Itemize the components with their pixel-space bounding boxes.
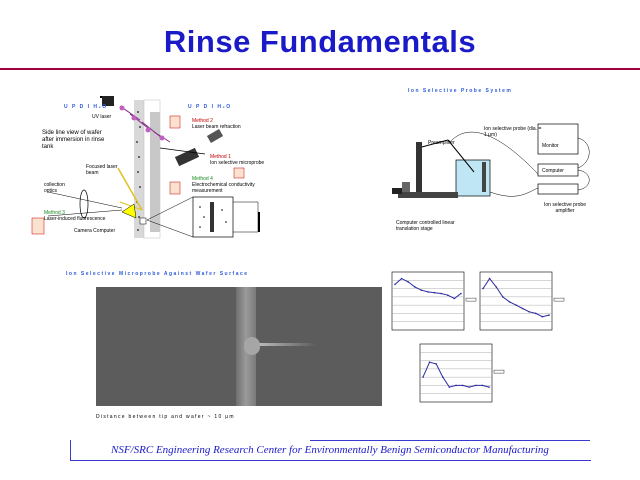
wafer [134,100,144,238]
computer-label: Computer [542,168,564,174]
title-rule [0,68,640,70]
photo-caption: Distance between tip and wafer ~ 10 μm [96,414,235,420]
method4-title: Method 4 [192,176,213,182]
photo-title: Ion Selective Microprobe Against Wafer S… [66,271,249,277]
probe-label: Ion selective probe (dia. = 1 μm) [484,126,542,138]
data-point [495,286,497,288]
focused-beam-label: Focused laser beam [86,164,118,176]
data-point [548,314,550,316]
data-point [468,386,470,388]
collection-optics-label: collection optics [44,182,65,194]
data-point [502,296,504,298]
data-point [475,384,477,387]
camera-label: Camera Computer [74,228,116,234]
method2-title: Method 2 [192,118,213,124]
data-point [481,384,484,387]
data-point [400,277,403,280]
data-point [521,307,524,310]
h2o-label-right: U P D I H₂O [188,104,232,110]
collection-lens [79,189,89,219]
h2o-label-left: U P D I H₂O [64,104,108,110]
legend-box [493,369,505,374]
slide-title: Rinse Fundamentals [163,24,477,59]
profile-chart-3 [419,343,505,403]
data-point [528,311,530,313]
diagram-drawing [31,96,260,239]
data-point [422,376,424,378]
data-point [433,291,436,294]
footer-frame [70,440,591,461]
data-point [435,363,437,365]
microprobe-photo [96,287,382,406]
data-point [442,376,444,378]
method4-desc: Electrochemical conductivity measurement [192,182,255,194]
probe-system-title: Ion Selective Probe System [408,88,513,94]
footer-text: NSF/SRC Engineering Research Center for … [111,444,549,456]
plot-area [391,271,465,331]
translation-stage [398,192,458,198]
monitor-label: Monitor [542,143,559,149]
data-point [453,297,456,300]
uv-laser-label: UV laser [92,114,112,120]
data-point [427,291,429,293]
method1-desc: Ion selective microprobe [210,160,265,166]
data-point [508,301,511,303]
footer-top-rule [310,440,590,441]
method2-desc: Laser beam refraction [192,124,241,130]
legend-box [553,297,565,302]
method1-title: Method 1 [210,154,231,160]
method3-title: Method 3 [44,210,65,216]
data-point [461,384,464,387]
probe-system-drawing [392,123,590,198]
uv-laser-box [102,96,114,106]
data-point [414,286,416,288]
data-point [488,277,491,280]
amplifier-box [537,183,579,195]
profile-chart-2 [479,271,565,331]
monitor-box [537,123,579,155]
preamplifier-label: Preamplifier [428,140,455,146]
stage-label: Computer controlled linear translation s… [396,220,455,232]
data-point [455,384,457,387]
data-point [488,386,490,388]
data-point [447,294,449,296]
rinse-layer [150,112,160,232]
data-point [407,281,409,283]
amplifier-label: Ion selective probe amplifier [544,202,586,214]
data-point [460,292,462,295]
camera-icon [31,217,45,235]
fluorescence-spot [121,203,137,219]
plot-area [419,343,493,403]
data-point [535,312,537,315]
side-view-label: Side line view of wafer after immersion … [42,130,105,150]
data-point [428,361,431,363]
data-point [482,287,484,290]
profile-charts [391,271,565,403]
data-point [440,292,442,295]
legend-box [465,297,477,302]
method3-desc: Laser-induced fluorescence [44,216,106,222]
data-point [394,283,396,286]
data-point [541,315,544,318]
data-point [420,289,423,291]
data-point [515,304,517,306]
profile-chart-1 [391,271,477,331]
data-point [448,386,451,388]
